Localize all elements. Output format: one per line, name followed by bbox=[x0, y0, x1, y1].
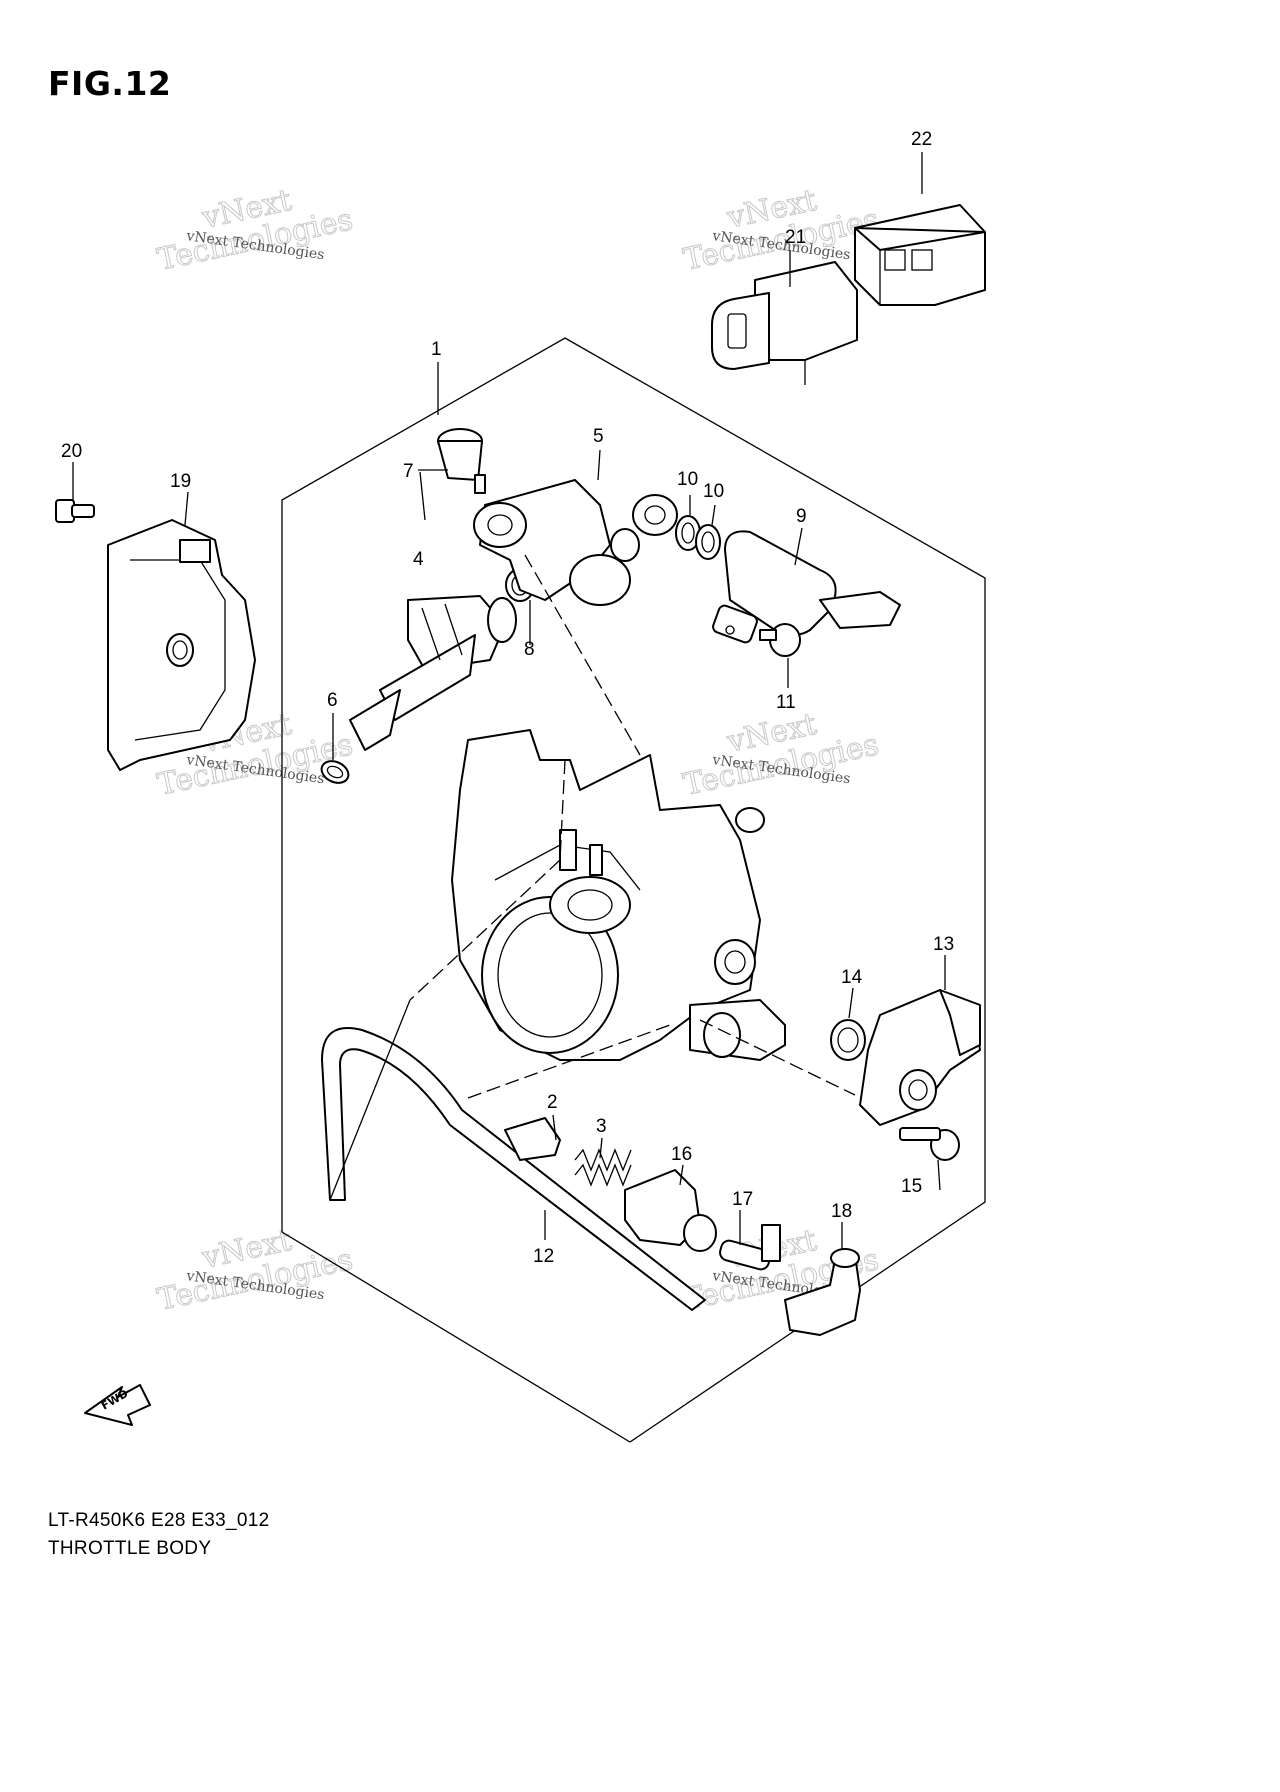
part-2 bbox=[504, 1117, 561, 1161]
callout-16: 16 bbox=[671, 1144, 692, 1165]
callout-3: 3 bbox=[596, 1116, 607, 1137]
callout-12: 12 bbox=[533, 1246, 554, 1267]
regulator-part-9 bbox=[712, 530, 901, 644]
callout-9: 9 bbox=[796, 506, 807, 527]
fwd-arrow-icon: FWD bbox=[84, 1384, 151, 1426]
watermark-top-left: vNext Technologies vNext Technologies bbox=[154, 182, 356, 278]
callout-10b: 10 bbox=[703, 481, 724, 502]
callout-8: 8 bbox=[524, 639, 535, 660]
screw-part-11 bbox=[759, 623, 801, 657]
watermark-mid-right: vNext Technologies vNext Technologies bbox=[680, 706, 882, 803]
callout-labels: 1 2 3 4 5 6 7 8 9 10 10 11 12 13 14 15 1… bbox=[61, 129, 954, 1267]
screw-part-15 bbox=[899, 1127, 960, 1161]
callout-20: 20 bbox=[61, 441, 82, 462]
callout-1: 1 bbox=[431, 339, 442, 360]
fuel-pipe-part-5 bbox=[473, 479, 678, 606]
callout-18: 18 bbox=[831, 1201, 852, 1222]
seal-part-6 bbox=[320, 760, 350, 784]
o-ring-part-10b bbox=[695, 524, 721, 560]
connector-part-21 bbox=[711, 261, 858, 385]
leader-lines bbox=[72, 152, 946, 1250]
callout-19: 19 bbox=[170, 471, 191, 492]
screw-part-7 bbox=[437, 428, 486, 494]
model-code: LT-R450K6 E28 E33_012 bbox=[48, 1510, 270, 1531]
watermark-bottom-left: vNext Technologies vNext Technologies bbox=[154, 1222, 356, 1318]
callout-4: 4 bbox=[413, 549, 424, 570]
callout-2: 2 bbox=[547, 1092, 558, 1113]
callout-7: 7 bbox=[403, 461, 414, 482]
hose-part-12 bbox=[321, 1027, 706, 1311]
throttle-body-main bbox=[451, 729, 786, 1061]
callout-14: 14 bbox=[841, 967, 863, 988]
bracket-part-19 bbox=[107, 519, 256, 771]
sensor-part-13 bbox=[859, 989, 981, 1126]
elbow-part-18 bbox=[784, 1248, 861, 1336]
diagram-caption: THROTTLE BODY bbox=[48, 1538, 212, 1559]
spring-part-3 bbox=[574, 1148, 632, 1187]
callout-21: 21 bbox=[785, 227, 806, 248]
callout-10a: 10 bbox=[677, 469, 698, 490]
callout-13: 13 bbox=[933, 934, 954, 955]
o-ring-part-14 bbox=[830, 1019, 866, 1061]
callout-22: 22 bbox=[911, 129, 932, 150]
injector-part-4 bbox=[349, 595, 517, 751]
figure-title: FIG.12 bbox=[48, 64, 172, 103]
callout-5: 5 bbox=[593, 426, 604, 447]
bolt-part-20 bbox=[55, 499, 95, 523]
callout-15: 15 bbox=[901, 1176, 922, 1197]
callout-6: 6 bbox=[327, 690, 338, 711]
part-17 bbox=[719, 1224, 781, 1271]
watermark-top-right: vNext Technologies vNext Technologies bbox=[680, 182, 882, 278]
callout-11: 11 bbox=[776, 692, 796, 713]
connector-part-22 bbox=[854, 204, 986, 306]
callout-17: 17 bbox=[732, 1189, 753, 1210]
part-16 bbox=[624, 1169, 717, 1252]
assembly-outline bbox=[281, 337, 986, 1443]
